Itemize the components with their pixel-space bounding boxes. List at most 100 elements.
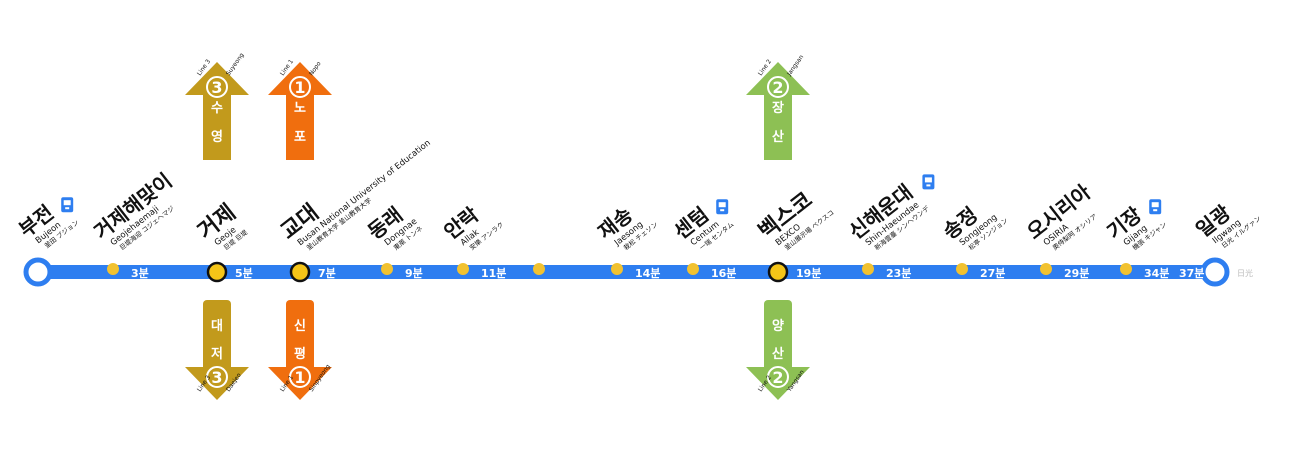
line-number: 1 [294,78,305,97]
line-number-ring [767,76,789,98]
station-7 [533,263,545,275]
arrow-shaft [203,300,231,372]
station-dot [107,263,119,275]
arrow-shaft [764,90,792,160]
destination-char-1: 수 [211,101,223,116]
line-number-ring [289,366,311,388]
arrow-shaft-end [764,150,792,160]
arrow-shaft [286,90,314,160]
arrow-shaft [286,300,314,372]
train-icon [922,174,935,190]
destination-char-1: 양 [772,319,784,334]
train-icon [716,199,729,215]
destination-char-1: 장 [772,100,784,116]
line-number: 1 [294,368,305,387]
destination-char-2: 산 [772,346,784,362]
line-number: 3 [211,78,222,97]
arrow-shaft [203,90,231,160]
destination-char-2: 영 [211,130,223,145]
train-icon-light [65,207,70,210]
arrow-icon [268,62,332,95]
line-number-ring [289,76,311,98]
end-travel-time: 37분 [1179,267,1204,280]
train-icon-window [63,200,71,206]
station-dot [956,263,968,275]
train-icon [61,197,74,213]
transfer-marker [767,261,789,283]
transfer-marker [206,261,228,283]
arrow-dest-text: Jangsan [785,54,805,78]
travel-time: 27분 [980,267,1005,280]
travel-time: 7분 [318,267,336,280]
destination-char-2: 저 [211,347,223,362]
arrow-dest-label: Jangsan [785,54,805,78]
line-number: 3 [211,368,222,387]
travel-time: 23분 [886,267,911,280]
terminal-marker [23,257,53,287]
travel-time: 29분 [1064,267,1089,280]
arrow-dest-label: Nopo [308,60,323,77]
arrow-icon [185,62,249,95]
travel-time: 9분 [405,267,423,280]
travel-time: 11분 [481,267,506,280]
station-dot [1120,263,1132,275]
arrow-icon [185,367,249,400]
travel-time: 19분 [796,267,821,280]
transfer-marker [289,261,311,283]
destination-char-1: 노 [294,101,306,116]
train-icon-light [1153,209,1158,212]
travel-time: 5분 [235,267,253,280]
destination-char-1: 대 [211,319,223,334]
arrow-shaft [764,300,792,372]
station-dot [687,263,699,275]
line-number-ring [206,366,228,388]
station-dot [611,263,623,275]
travel-time: 3분 [131,267,149,280]
train-icon-window [1151,202,1159,208]
train-icon-light [720,209,725,212]
arrow-dest-text: Nopo [308,60,323,77]
line-number: 2 [772,368,783,387]
arrow-dest-text: Suyeong [225,52,246,78]
arrow-icon [268,367,332,400]
station-dot [1040,263,1052,275]
arrow-shaft-end [203,150,231,160]
arrow-shaft-end [286,150,314,160]
station-dot [457,263,469,275]
station-dot [862,263,874,275]
destination-char-2: 평 [294,346,306,362]
train-icon-window [924,177,932,183]
line-number: 2 [772,78,783,97]
travel-time: 14분 [635,267,660,280]
line-number-ring [206,76,228,98]
arrow-icon [746,62,810,95]
station-dot [381,263,393,275]
end-extra-label: 日光 [1237,268,1253,278]
train-icon [1149,199,1162,215]
travel-time: 16분 [711,267,736,280]
arrow-icon [746,367,810,400]
train-icon-light [926,184,931,187]
arrow-dest-label: Suyeong [225,52,246,78]
destination-char-2: 포 [294,130,306,145]
